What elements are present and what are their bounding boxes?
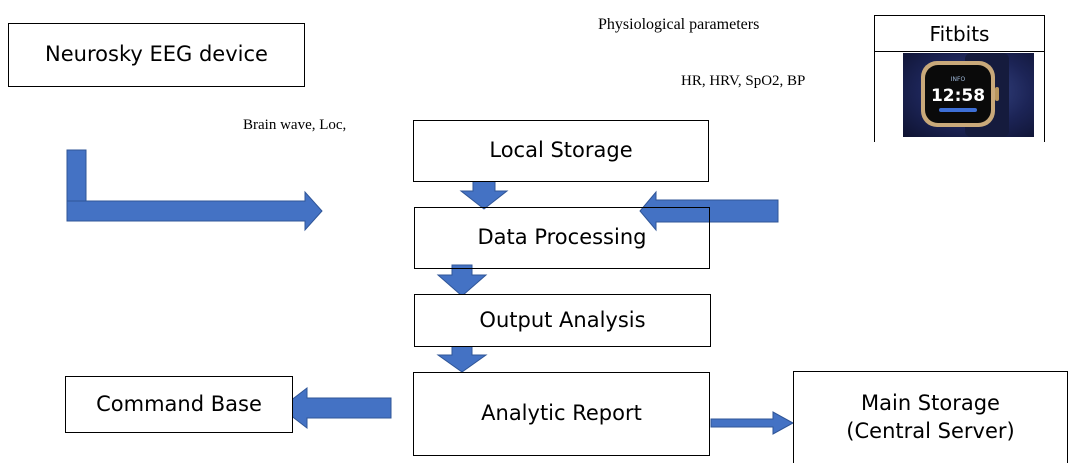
neurosky-label: Neurosky EEG device [45,42,268,67]
fitbits-label: Fitbits [929,21,990,46]
fitbit-watch-image: INFO 12:58 [903,53,1034,137]
main-storage-label: Main Storage (Central Server) [846,390,1014,445]
main-storage-line1: Main Storage [861,391,1000,416]
command-base-label: Command Base [96,391,262,416]
local-storage-label: Local Storage [489,138,633,163]
data-processing-box: Data Processing [414,207,710,269]
data-processing-label: Data Processing [477,225,647,250]
main-storage-box: Main Storage (Central Server) [793,371,1068,463]
analytic-report-label: Analytic Report [481,401,642,426]
physio-values-label: HR, HRV, SpO2, BP [681,73,806,89]
processing-to-output-arrow [436,264,488,297]
report-to-main-storage-arrow [710,411,795,435]
analytic-report-box: Analytic Report [413,372,710,456]
watch-screen-time: 12:58 [931,86,985,106]
main-storage-line2: (Central Server) [846,418,1015,443]
physiological-label: Physiological parameters [598,16,760,33]
output-analysis-label: Output Analysis [479,307,646,332]
report-to-command-arrow [280,386,392,430]
watch-screen-info: INFO [951,76,966,83]
command-base-box: Command Base [65,376,293,433]
local-storage-box: Local Storage [413,120,709,182]
output-analysis-box: Output Analysis [414,294,711,347]
watch-icon: INFO 12:58 [921,53,1009,137]
storage-to-processing-arrow [459,180,509,210]
eeg-to-processing-arrow [66,149,323,232]
output-to-report-arrow [436,344,488,373]
fitbits-title-bar: Fitbits [874,15,1045,52]
neurosky-eeg-box: Neurosky EEG device [8,23,305,87]
brain-wave-label: Brain wave, Loc, [243,117,347,133]
